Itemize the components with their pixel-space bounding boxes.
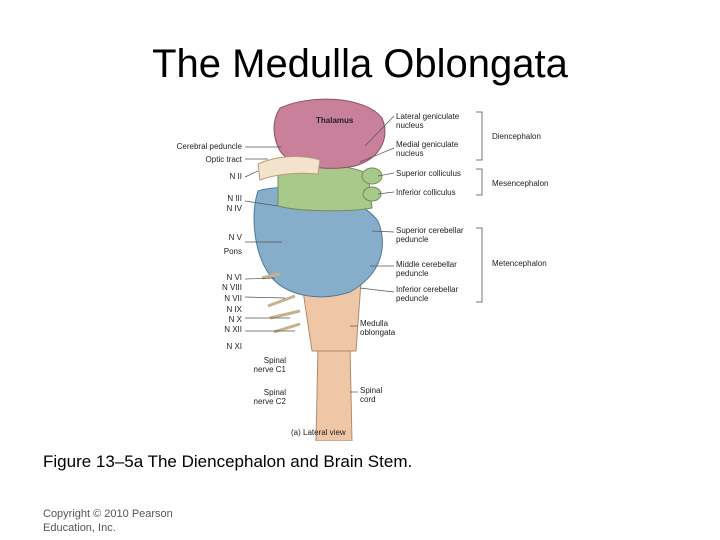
label-n8: N VIII (221, 283, 242, 292)
label-superior-cerebellar: Superior cerebellar peduncle (396, 226, 464, 244)
copyright-notice: Copyright © 2010 Pearson Education, Inc. (43, 508, 173, 534)
label-n10: N X (228, 315, 242, 324)
label-n5: N V (228, 233, 242, 242)
label-spinal-c2: Spinal nerve C2 (253, 388, 286, 406)
label-n12: N XII (224, 325, 242, 334)
label-spinal-c1: Spinal nerve C1 (253, 356, 286, 374)
label-n2: N II (229, 172, 242, 181)
thalamus-shape (273, 98, 386, 169)
label-medial-geniculate: Medial geniculate nucleus (396, 140, 459, 158)
label-superior-colliculus: Superior colliculus (396, 169, 461, 178)
label-thalamus: Thalamus (316, 116, 354, 125)
label-n7: N VII (224, 294, 242, 303)
label-n11: N XI (226, 342, 242, 351)
slide-title: The Medulla Oblongata (152, 42, 568, 86)
label-diencephalon: Diencephalon (492, 132, 541, 141)
label-cerebral-peduncle: Cerebral peduncle (176, 142, 242, 151)
label-n6: N VI (226, 273, 242, 282)
optic-tract-shape (257, 156, 321, 181)
label-n9: N IX (226, 305, 242, 314)
superior-colliculus-shape (361, 167, 383, 185)
inferior-colliculus-shape (362, 186, 382, 202)
label-lateral-geniculate: Lateral geniculate nucleus (396, 112, 460, 130)
label-n3: N III (227, 194, 242, 203)
label-optic-tract: Optic tract (205, 155, 242, 164)
label-mesencephalon: Mesencephalon (492, 179, 549, 188)
label-metencephalon: Metencephalon (492, 259, 547, 268)
spinal-cord-shape (315, 345, 353, 441)
figure-caption: Figure 13–5a The Diencephalon and Brain … (43, 452, 413, 471)
label-middle-cerebellar: Middle cerebellar peduncle (396, 260, 457, 278)
label-pons: Pons (223, 247, 242, 256)
brainstem-illustration (244, 98, 483, 441)
label-spinal-cord: Spinal cord (360, 386, 383, 404)
label-inferior-colliculus: Inferior colliculus (396, 188, 456, 197)
label-view: (a) Lateral view (291, 428, 346, 437)
label-inferior-cerebellar: Inferior cerebellar peduncle (396, 285, 459, 303)
brainstem-figure: Thalamus Lateral geniculate nucleus Medi… (150, 96, 570, 441)
label-n4: N IV (226, 204, 242, 213)
label-medulla: Medulla oblongata (360, 319, 396, 337)
